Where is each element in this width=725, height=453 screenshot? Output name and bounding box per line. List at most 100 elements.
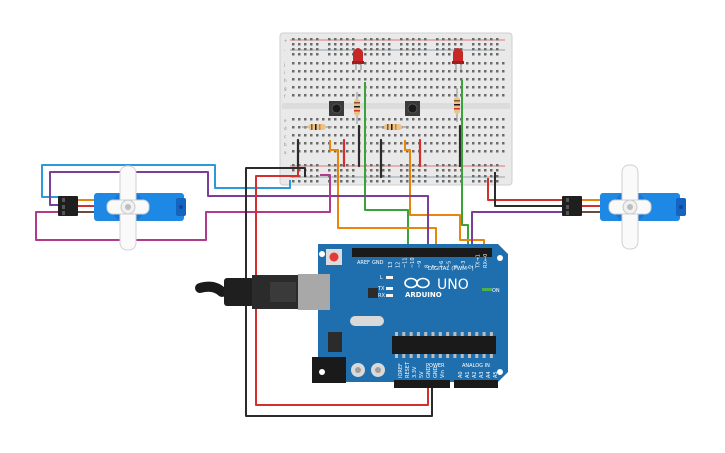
breadboard-hole — [382, 53, 385, 56]
wire-cyan-servo-left[interactable] — [41, 164, 291, 198]
chip-pin — [395, 332, 398, 336]
pushbutton-left[interactable] — [329, 101, 344, 116]
breadboard-hole — [352, 126, 355, 129]
breadboard-hole — [478, 38, 481, 41]
breadboard-hole — [298, 94, 301, 97]
arduino-logo-text: ARDUINO — [405, 291, 442, 299]
breadboard-hole — [388, 62, 391, 65]
breadboard-hole — [412, 62, 415, 65]
breadboard-hole — [382, 175, 385, 178]
resistor-horizontal-right[interactable] — [378, 124, 408, 130]
breadboard-hole — [454, 134, 457, 137]
resistor-horizontal-left[interactable] — [302, 124, 332, 130]
breadboard-hole — [448, 164, 451, 167]
breadboard-hole — [370, 164, 373, 167]
breadboard-hole — [436, 78, 439, 81]
wires-breadboard[interactable] — [296, 124, 462, 179]
breadboard-hole — [334, 78, 337, 81]
breadboard-hole — [496, 118, 499, 121]
breadboard-hole — [400, 164, 403, 167]
wires-long[interactable] — [35, 80, 566, 417]
chip-pin — [416, 354, 420, 358]
resistor-vertical-left[interactable] — [354, 92, 360, 124]
breadboard-hole — [382, 94, 385, 97]
breadboard-hole — [436, 53, 439, 56]
breadboard-hole — [442, 38, 445, 41]
reset-button[interactable] — [326, 249, 342, 265]
breadboard-hole — [478, 86, 481, 89]
breadboard-hole — [430, 150, 433, 153]
breadboard-hole — [448, 180, 451, 183]
pushbutton-right[interactable] — [405, 101, 420, 116]
led-left[interactable] — [352, 48, 364, 70]
wire-orange-button-left[interactable] — [329, 140, 437, 251]
breadboard-hole — [352, 180, 355, 183]
digital-pin-label: 7 — [432, 265, 438, 268]
breadboard-hole — [466, 86, 469, 89]
breadboard-hole — [442, 164, 445, 167]
breadboard-hole — [436, 126, 439, 129]
breadboard-hole — [478, 94, 481, 97]
digital-pin-label: ~5 — [446, 261, 452, 268]
breadboard-hole — [442, 118, 445, 121]
resistor-vertical-right[interactable] — [454, 88, 460, 122]
breadboard[interactable]: j i h g f e d c b a + - — [279, 32, 513, 186]
breadboard-hole — [292, 43, 295, 46]
breadboard-hole — [316, 62, 319, 65]
servo-right[interactable] — [562, 164, 686, 250]
breadboard-hole — [292, 142, 295, 145]
breadboard-hole — [376, 48, 379, 51]
breadboard-hole — [496, 38, 499, 41]
breadboard-hole — [370, 62, 373, 65]
breadboard-hole — [472, 164, 475, 167]
breadboard-hole — [400, 38, 403, 41]
wire-magenta-servo-left[interactable] — [35, 174, 331, 241]
breadboard-hole — [436, 175, 439, 178]
breadboard-hole — [340, 142, 343, 145]
breadboard-hole — [496, 169, 499, 172]
servo-left[interactable] — [58, 165, 186, 251]
breadboard-hole — [436, 94, 439, 97]
breadboard-hole — [352, 118, 355, 121]
breadboard-hole — [478, 78, 481, 81]
breadboard-hole — [436, 180, 439, 183]
breadboard-hole — [490, 86, 493, 89]
breadboard-hole — [298, 70, 301, 73]
led-right[interactable] — [452, 48, 464, 70]
analog-header[interactable] — [454, 380, 498, 388]
chip-pin — [446, 332, 450, 336]
breadboard-hole — [304, 48, 307, 51]
breadboard-hole — [400, 118, 403, 121]
wire-purple-servo-left[interactable] — [49, 171, 429, 251]
breadboard-hole — [322, 78, 325, 81]
power-header-label: POWER — [426, 363, 445, 369]
led-tx-label: TX — [377, 286, 385, 292]
breadboard-hole — [478, 175, 481, 178]
breadboard-hole — [406, 78, 409, 81]
wire-purple-servo-right[interactable] — [471, 211, 566, 251]
analog-pin-label: A0 — [458, 371, 464, 378]
wire-red-servo-right[interactable] — [487, 178, 566, 201]
breadboard-hole — [502, 126, 505, 129]
breadboard-hole — [472, 150, 475, 153]
breadboard-hole — [490, 48, 493, 51]
breadboard-hole — [424, 94, 427, 97]
breadboard-hole — [328, 86, 331, 89]
wire-black-servo-right[interactable] — [494, 172, 566, 207]
analog-header-label: ANALOG IN — [462, 363, 490, 369]
wire-orange-button-right[interactable] — [404, 140, 485, 251]
chip-pin — [453, 332, 457, 336]
breadboard-hole — [376, 118, 379, 121]
breadboard-hole — [406, 48, 409, 51]
breadboard-hole — [340, 62, 343, 65]
wire-green-led-right[interactable] — [461, 80, 469, 251]
chip-pin — [475, 332, 479, 336]
aref-label: AREF — [357, 260, 370, 266]
breadboard-hole — [484, 38, 487, 41]
power-header[interactable] — [394, 380, 450, 388]
digital-header[interactable] — [352, 248, 492, 257]
breadboard-hole — [364, 43, 367, 46]
breadboard-hole — [292, 53, 295, 56]
